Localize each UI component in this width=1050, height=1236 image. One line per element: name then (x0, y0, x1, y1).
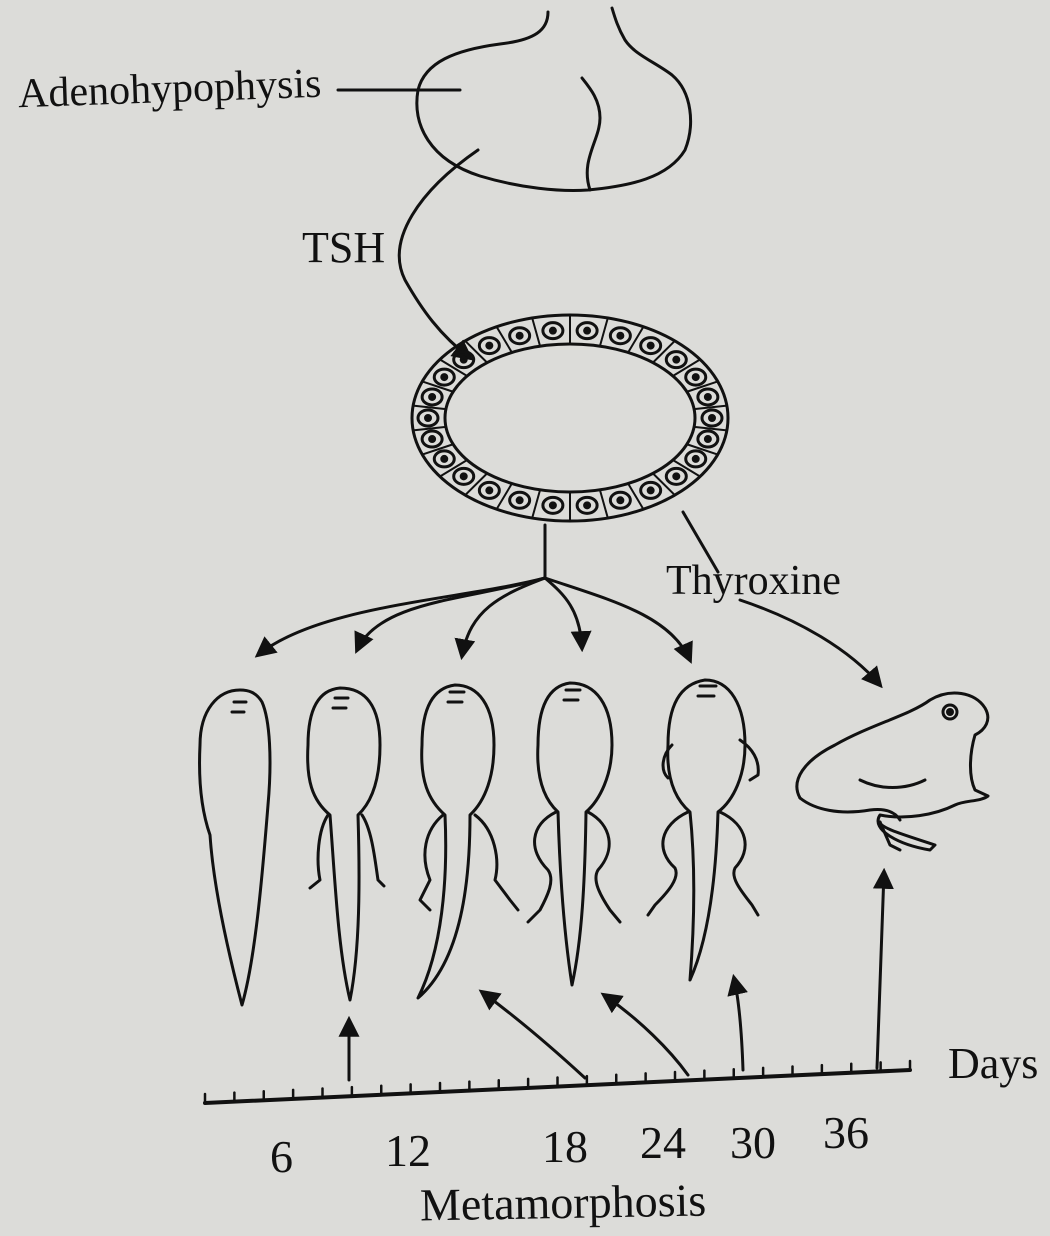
stage-adult-frog (797, 693, 988, 850)
cell-nucleus (461, 474, 466, 479)
cell-nucleus (550, 503, 555, 508)
cell-wall (532, 490, 540, 518)
cell-nucleus (430, 437, 435, 442)
timeline-arrows (349, 872, 884, 1080)
label-tsh: TSH (302, 226, 385, 270)
stage-tadpole (200, 690, 270, 1005)
cell-nucleus (461, 357, 466, 362)
stage-developed-hind-legs (528, 683, 620, 985)
cell-nucleus (710, 416, 715, 421)
axis-title: Metamorphosis (420, 1178, 707, 1229)
cell-nucleus (430, 394, 435, 399)
tick-label: 12 (385, 1128, 431, 1174)
tsh-arrow (399, 150, 478, 358)
stage-hind-limb-buds (308, 688, 384, 1000)
cell-nucleus (442, 375, 447, 380)
cell-nucleus (693, 456, 698, 461)
timeline-axis (205, 1061, 910, 1103)
label-adenohypophysis: Adenohypophysis (17, 63, 322, 116)
label-thyroxine: Thyroxine (666, 560, 841, 602)
cell-nucleus (585, 328, 590, 333)
pituitary-gland (338, 8, 691, 190)
cell-nucleus (442, 456, 447, 461)
cell-nucleus (426, 416, 431, 421)
cell-nucleus (648, 488, 653, 493)
tick-label: 18 (542, 1124, 588, 1170)
cell-nucleus (674, 474, 679, 479)
cell-nucleus (585, 503, 590, 508)
thyroxine-branches (258, 525, 880, 685)
stage-forelimbs (648, 680, 758, 980)
label-days: Days (948, 1042, 1038, 1086)
cell-wall (600, 490, 608, 518)
cell-nucleus (618, 333, 623, 338)
tick-label: 6 (270, 1134, 293, 1180)
cell-nucleus (517, 333, 522, 338)
cell-nucleus (693, 375, 698, 380)
tick-label: 24 (640, 1120, 686, 1166)
stage-hind-legs (418, 685, 518, 998)
cell-nucleus (487, 343, 492, 348)
cell-nucleus (705, 437, 710, 442)
cell-nucleus (648, 343, 653, 348)
cell-nucleus (550, 328, 555, 333)
cell-nucleus (705, 394, 710, 399)
cell-nucleus (674, 357, 679, 362)
tick-label: 36 (823, 1110, 869, 1156)
cell-nucleus (517, 498, 522, 503)
tick-label: 30 (730, 1120, 776, 1166)
cell-nucleus (487, 488, 492, 493)
thyroid-follicle (412, 315, 728, 521)
cell-wall (600, 318, 608, 346)
cell-nucleus (618, 498, 623, 503)
cell-wall (532, 318, 540, 346)
